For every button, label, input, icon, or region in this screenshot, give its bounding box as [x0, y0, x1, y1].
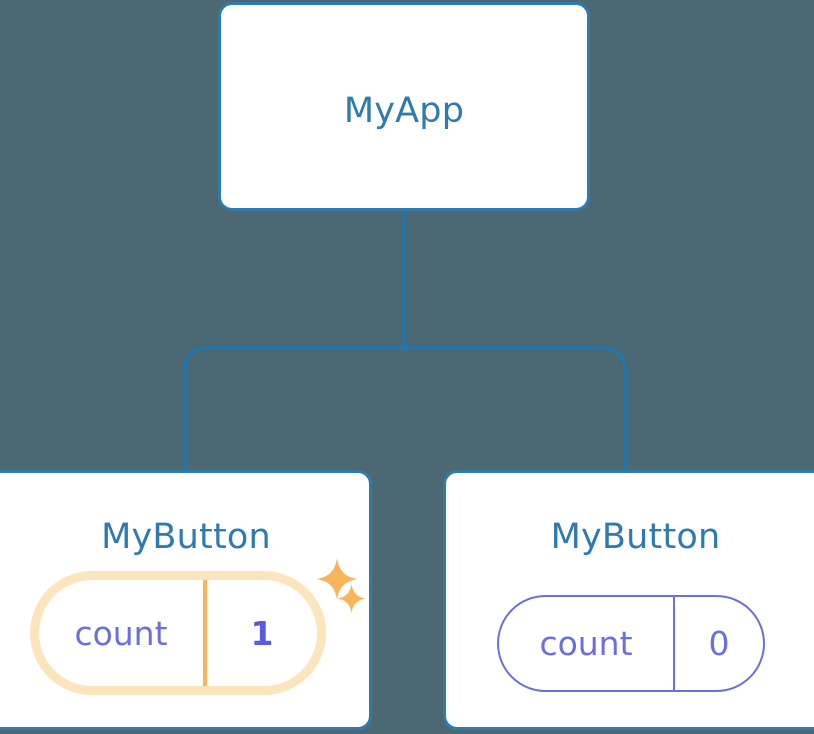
node-card-myapp[interactable]: MyApp — [218, 2, 590, 211]
node-title-mybutton-left: MyButton — [101, 517, 271, 557]
node-title-mybutton-right: MyButton — [550, 517, 721, 557]
state-pill-left[interactable]: count 1 — [39, 580, 317, 686]
node-title-myapp: MyApp — [343, 91, 465, 131]
node-card-mybutton-left[interactable]: MyButton count 1 — [0, 470, 372, 730]
state-label-left: count — [39, 580, 207, 686]
connector-branch-bar — [183, 346, 627, 470]
state-value-left: 1 — [250, 613, 274, 653]
state-pill-left-wrapper[interactable]: count 1 — [30, 571, 326, 695]
node-card-mybutton-right[interactable]: MyButton count 0 — [443, 470, 814, 730]
state-label-right: count — [499, 597, 675, 690]
state-pill-right[interactable]: count 0 — [497, 595, 765, 692]
state-value-right: 0 — [708, 624, 730, 663]
